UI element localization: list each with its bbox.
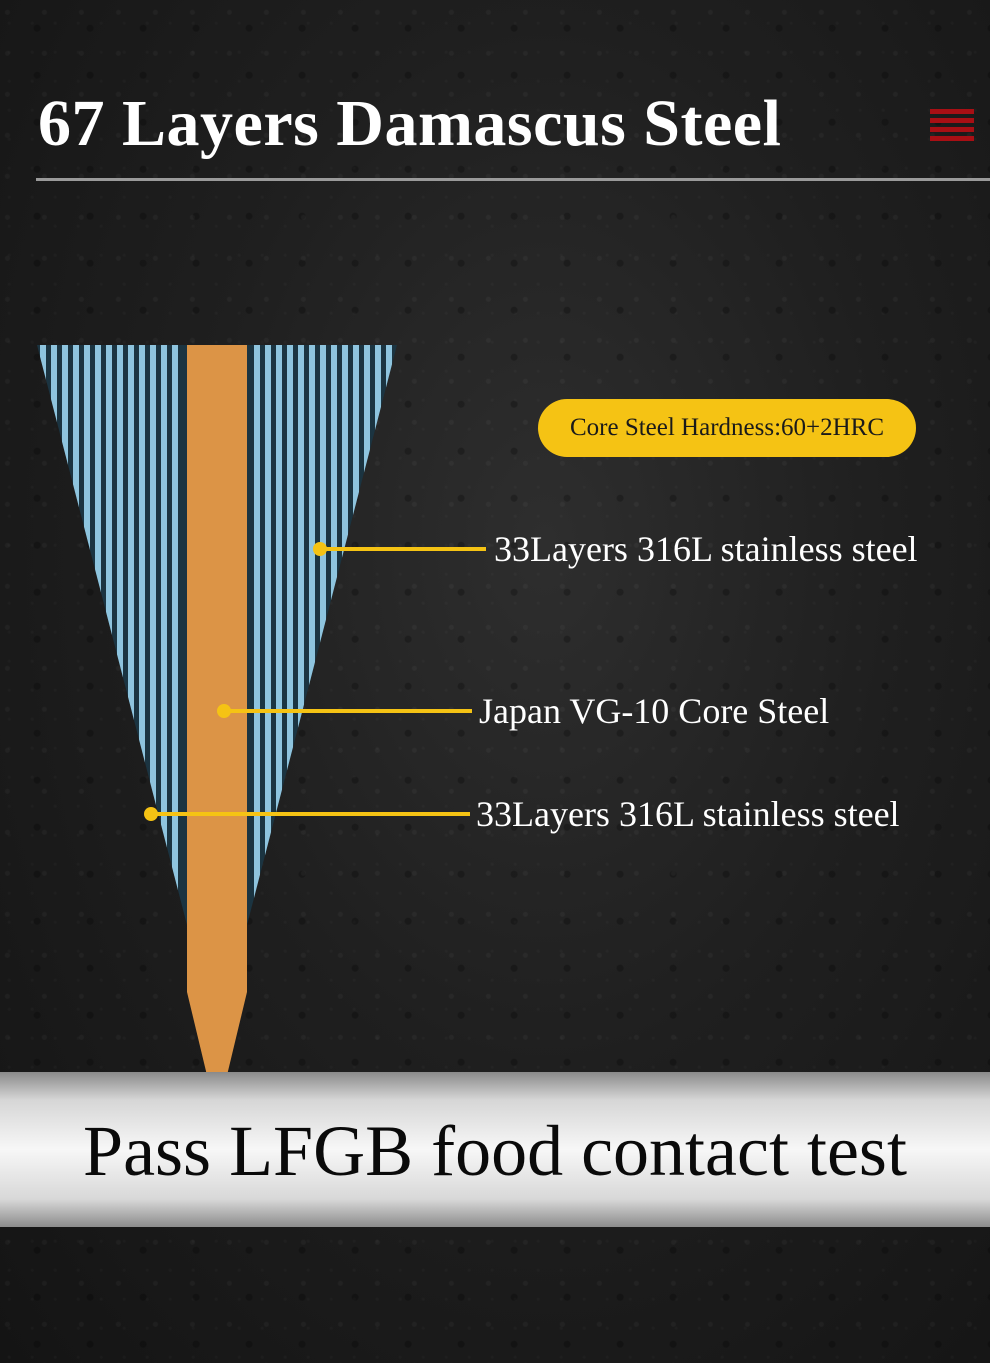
cladding-stripe bbox=[161, 345, 167, 925]
cladding-stripe bbox=[364, 345, 370, 925]
menu-icon-bar bbox=[930, 127, 974, 132]
footer-band bbox=[0, 1072, 990, 1227]
callout-upper-cladding bbox=[313, 542, 486, 556]
callout-label-lower-cladding: 33Layers 316L stainless steel bbox=[476, 794, 900, 834]
callout-dot bbox=[313, 542, 327, 556]
cladding-stripe bbox=[95, 345, 101, 925]
cladding-stripe bbox=[287, 345, 293, 925]
footer-tagline: Pass LFGB food contact test bbox=[83, 1111, 907, 1191]
cladding-stripe bbox=[150, 345, 156, 925]
cladding-stripe bbox=[375, 345, 381, 925]
menu-icon[interactable] bbox=[930, 109, 974, 143]
cladding-stripe bbox=[84, 345, 90, 925]
cladding-stripe bbox=[128, 345, 134, 925]
hardness-badge: Core Steel Hardness:60+2HRC bbox=[538, 399, 916, 457]
page-title: 67 Layers Damascus Steel bbox=[38, 87, 782, 160]
cladding-stripe bbox=[73, 345, 79, 925]
callout-dot bbox=[144, 807, 158, 821]
cladding-stripe bbox=[331, 345, 337, 925]
callout-lower-cladding bbox=[144, 807, 470, 821]
cladding-stripe bbox=[106, 345, 112, 925]
cladding-stripe bbox=[62, 345, 68, 925]
cladding-stripe bbox=[386, 345, 392, 925]
title-divider bbox=[36, 178, 990, 181]
cladding-stripe bbox=[172, 345, 178, 925]
cladding-stripe bbox=[265, 345, 271, 925]
callout-core bbox=[217, 704, 472, 718]
cladding-stripe bbox=[320, 345, 326, 925]
menu-icon-bar bbox=[930, 109, 974, 114]
cladding-stripe bbox=[139, 345, 145, 925]
cladding-stripe bbox=[254, 345, 260, 925]
cladding-stripe bbox=[353, 345, 359, 925]
core-steel bbox=[187, 345, 247, 1117]
cladding-stripe bbox=[342, 345, 348, 925]
cladding-stripe bbox=[117, 345, 123, 925]
cladding-stripe bbox=[276, 345, 282, 925]
callout-dot bbox=[217, 704, 231, 718]
cladding-stripe bbox=[298, 345, 304, 925]
callout-label-core: Japan VG-10 Core Steel bbox=[479, 691, 830, 731]
menu-icon-bar bbox=[930, 118, 974, 123]
cladding-stripe bbox=[309, 345, 315, 925]
menu-icon-bar bbox=[930, 136, 974, 141]
cladding-stripe bbox=[40, 345, 46, 925]
callout-label-upper-cladding: 33Layers 316L stainless steel bbox=[494, 529, 918, 569]
cladding-stripe bbox=[51, 345, 57, 925]
